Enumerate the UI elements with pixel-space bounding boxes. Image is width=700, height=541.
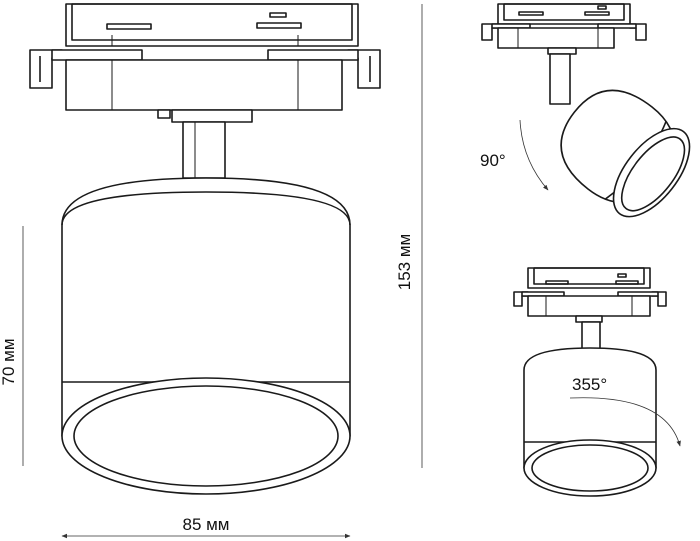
tilted-view: 90° — [480, 3, 691, 218]
track-adapter — [29, 3, 381, 111]
stem — [157, 109, 253, 179]
dim-body-height-label: 70 мм — [0, 338, 18, 385]
tilt-angle-label: 90° — [480, 151, 506, 170]
swivel-angle-label: 355° — [572, 375, 607, 394]
dim-total-height-label: 153 мм — [395, 234, 414, 290]
dim-width: 85 мм — [61, 515, 351, 539]
swivel-view: 355° — [513, 267, 681, 497]
main-view — [29, 3, 381, 495]
dim-total-height: 153 мм — [395, 4, 423, 468]
dim-width-label: 85 мм — [182, 515, 229, 534]
dim-body-height: 70 мм — [0, 226, 24, 466]
lamp-body — [61, 177, 351, 495]
